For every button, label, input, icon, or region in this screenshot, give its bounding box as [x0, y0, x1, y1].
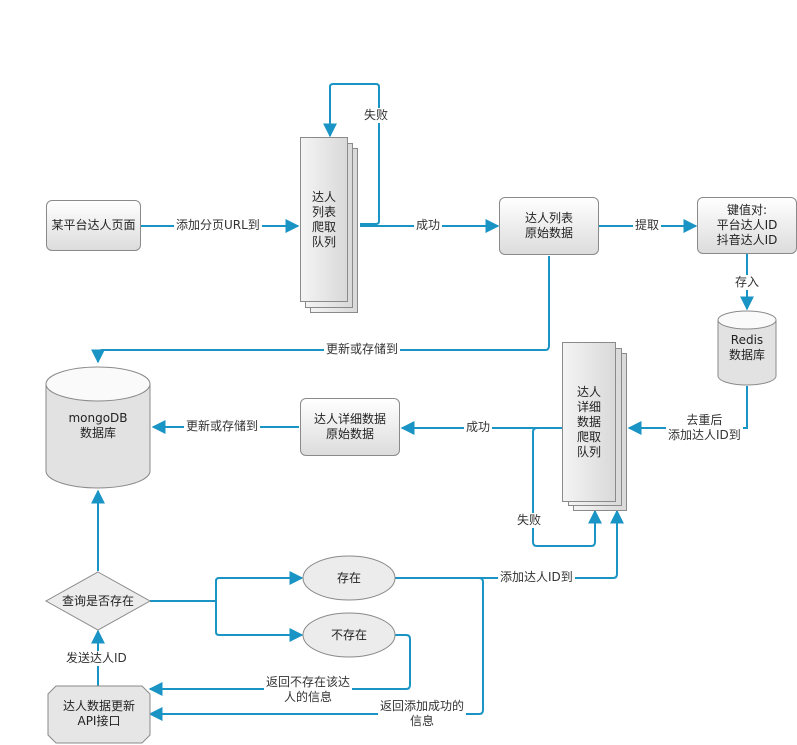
redis-db-node: Redis 数据库 [718, 332, 776, 364]
exists-label: 存在 [336, 570, 361, 585]
detail-queue-line: 达人 [576, 384, 601, 399]
query-exists-node: 查询是否存在 [46, 593, 150, 609]
api-line: 达人数据更新 [62, 699, 135, 713]
edge-label-dedup-add: 去重后 添加达人ID到 [666, 413, 743, 443]
not-exists-node: 不存在 [303, 627, 395, 643]
api-line: API接口 [77, 714, 121, 728]
redis-cylinder-shape [717, 310, 777, 386]
edge-return-not-exist [148, 634, 411, 696]
edge-to-not-exists [150, 600, 304, 642]
edge-to-exists [150, 571, 304, 602]
return-added-line: 信息 [410, 714, 435, 728]
edge-fail-loop-top [323, 83, 380, 225]
mongo-cylinder-shape [45, 366, 151, 489]
detail-raw-line: 原始数据 [325, 427, 374, 441]
edge-label-update-store-2: 更新或存储到 [184, 419, 261, 434]
detail-raw-data-node: 达人详细数据 原始数据 [300, 398, 400, 456]
edge-label-extract: 提取 [633, 218, 662, 233]
list-crawl-queue-node: 达人 列表 爬取 队列 [300, 137, 348, 302]
api-node: 达人数据更新 API接口 [48, 696, 150, 732]
edge-label-add-id: 添加达人ID到 [498, 570, 575, 585]
edge-fail-loop-bottom [532, 427, 602, 547]
exists-node: 存在 [303, 570, 395, 586]
redis-line: Redis [730, 333, 764, 347]
detail-queue-line: 爬取 [576, 429, 601, 444]
query-exists-label: 查询是否存在 [61, 593, 134, 608]
edge-label-store: 存入 [733, 275, 762, 290]
not-exists-label: 不存在 [330, 627, 367, 642]
kv-pair-line: 平台达人ID [716, 218, 778, 232]
edge-return-added [148, 577, 484, 721]
dedup-add-line: 添加达人ID到 [668, 428, 741, 442]
list-raw-line: 原始数据 [524, 226, 573, 240]
query-diamond-shape [44, 571, 152, 631]
list-queue-line: 达人 [311, 189, 336, 204]
edge-label-fail-top: 失败 [362, 108, 391, 123]
edge-label-success-mid: 成功 [464, 420, 493, 435]
return-added-line: 返回添加成功的 [380, 699, 465, 713]
kv-pair-node: 键值对: 平台达人ID 抖音达人ID [697, 197, 797, 254]
detail-queue-line: 数据 [576, 414, 601, 429]
source-page-node: 某平台达人页面 [46, 200, 141, 251]
list-raw-data-node: 达人列表 原始数据 [499, 197, 599, 255]
list-queue-line: 队列 [311, 234, 336, 249]
edge-add-id [395, 509, 624, 579]
detail-raw-line: 达人详细数据 [313, 412, 386, 426]
list-queue-line: 列表 [311, 204, 336, 219]
mongo-db-node: mongoDB 数据库 [46, 408, 150, 444]
detail-crawl-queue-node: 达人 详细 数据 爬取 队列 [562, 342, 616, 502]
edge-label-success-top: 成功 [414, 218, 443, 233]
edge-label-update-store-1: 更新或存储到 [324, 342, 401, 357]
list-raw-line: 达人列表 [524, 211, 573, 225]
exists-ellipse-shape [302, 555, 396, 601]
list-queue-line: 爬取 [311, 219, 336, 234]
edge-label-return-added: 返回添加成功的 信息 [378, 699, 467, 729]
edge-label-send-id: 发送达人ID [64, 651, 129, 666]
kv-pair-line: 抖音达人ID [716, 233, 778, 247]
edge-label-add-page-url: 添加分页URL到 [174, 218, 262, 233]
mongo-line: 数据库 [79, 426, 116, 440]
return-not-exist-line: 返回不存在该达 [266, 675, 351, 689]
api-octagon-shape [47, 685, 151, 744]
kv-pair-line: 键值对: [726, 203, 768, 217]
detail-queue-line: 详细 [576, 399, 601, 414]
edge-label-fail-bottom: 失败 [515, 513, 544, 528]
edge-update-store-1 [91, 256, 550, 364]
redis-line: 数据库 [728, 348, 765, 362]
return-not-exist-line: 人的信息 [284, 690, 333, 704]
dedup-add-line: 去重后 [686, 413, 723, 427]
edge-label-return-not-exist: 返回不存在该达 人的信息 [264, 675, 353, 705]
not-exists-ellipse-shape [302, 612, 396, 658]
source-page-label: 某平台达人页面 [51, 218, 136, 232]
detail-queue-line: 队列 [576, 444, 601, 459]
mongo-line: mongoDB [68, 411, 128, 425]
